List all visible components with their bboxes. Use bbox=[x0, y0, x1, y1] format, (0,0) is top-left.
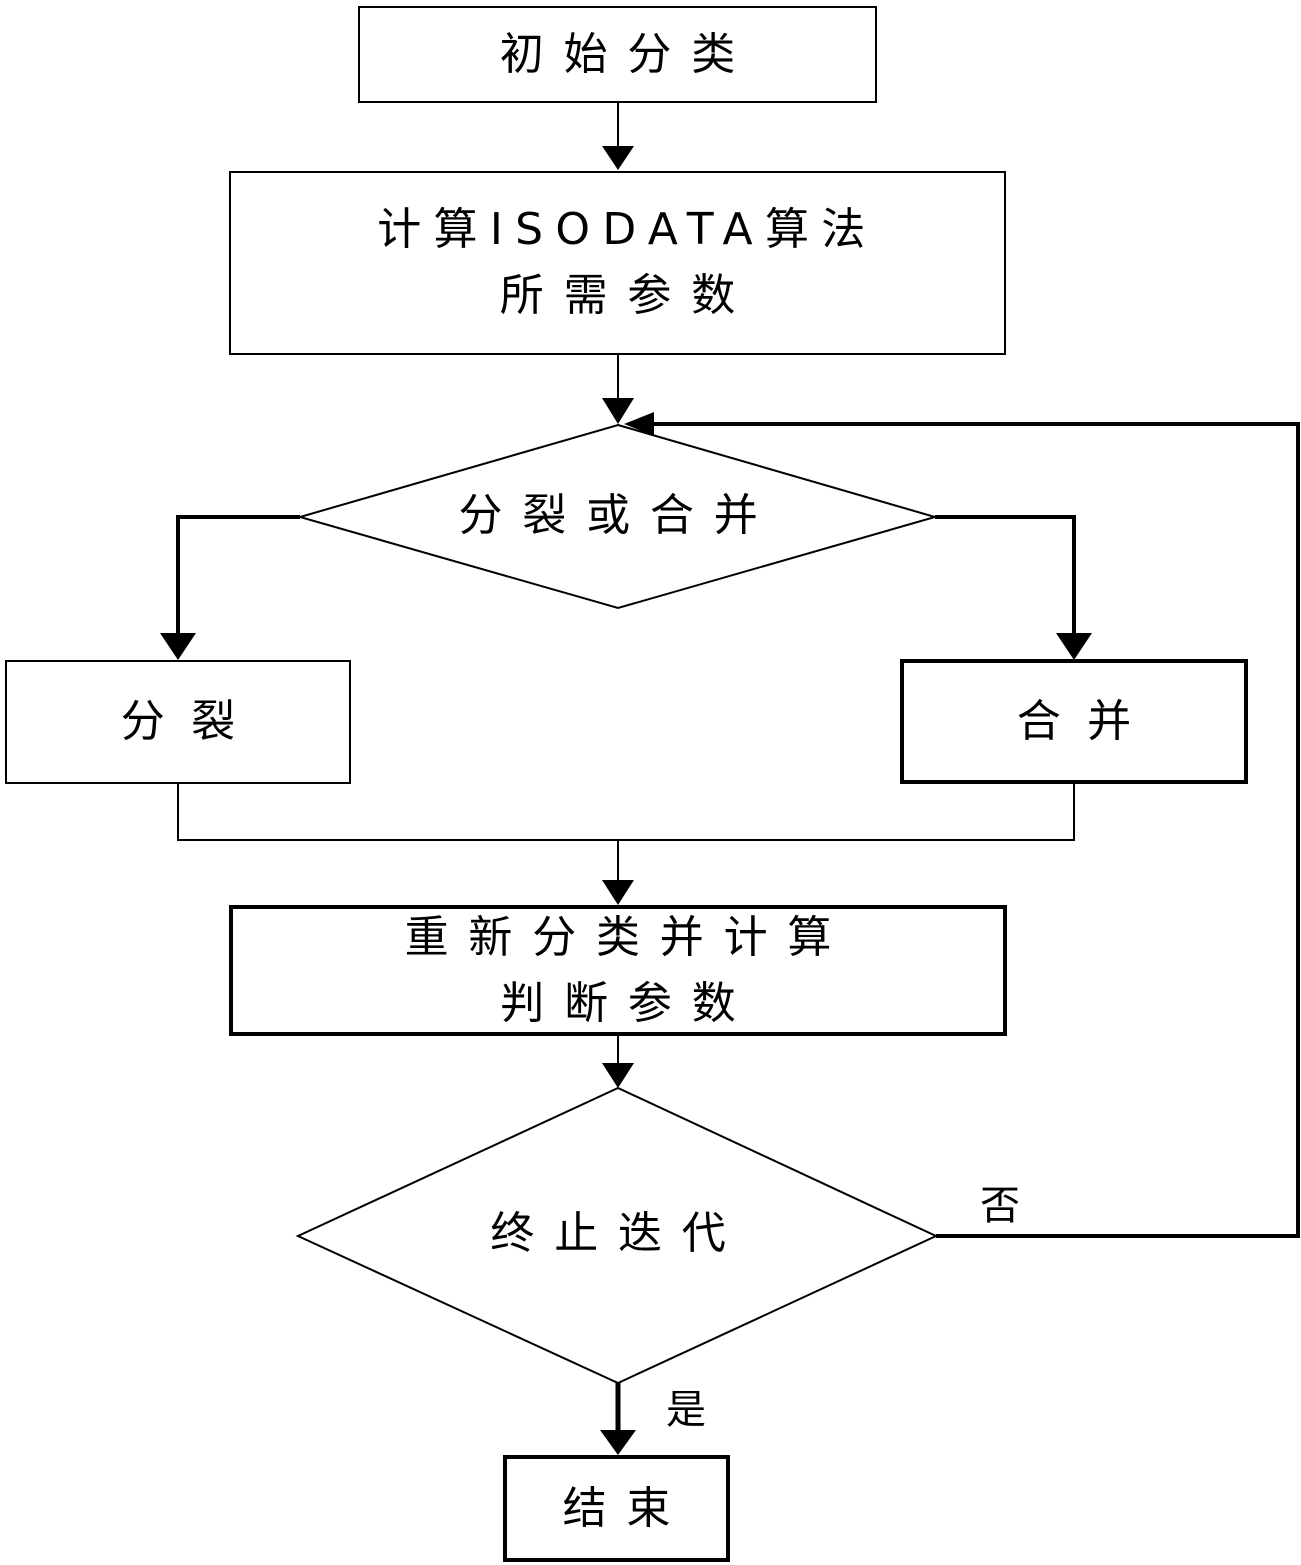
node-initial-classify: 初始分类 bbox=[358, 6, 877, 103]
node-reclassify-line1: 重新分类并计算 bbox=[404, 911, 852, 963]
edge-no-label: 否 bbox=[980, 1183, 1020, 1229]
edge-split-join bbox=[177, 783, 1075, 841]
arrowhead-terminate bbox=[602, 1063, 634, 1088]
node-compute-params-line2: 所需参数 bbox=[499, 270, 755, 321]
node-compute-params-line1: 计算ISODATA算法 bbox=[377, 204, 878, 255]
node-merge: 合并 bbox=[900, 659, 1248, 784]
edge-decision-to-merge bbox=[935, 515, 1076, 635]
node-split-label: 分裂 bbox=[120, 696, 262, 748]
arrowhead-reclassify bbox=[602, 880, 634, 905]
edge-decision-to-split bbox=[176, 515, 300, 635]
decision-split-or-merge-shape bbox=[296, 423, 939, 610]
node-merge-label: 合并 bbox=[1016, 695, 1158, 747]
arrowhead-split bbox=[160, 633, 196, 660]
arrowhead-decision bbox=[602, 398, 634, 424]
node-split: 分裂 bbox=[5, 660, 351, 784]
edge-no-loop bbox=[650, 422, 1300, 1238]
decision-split-or-merge-label: 分裂或合并 bbox=[458, 490, 778, 541]
decision-terminate-label: 终止迭代 bbox=[490, 1208, 746, 1259]
node-initial-classify-label: 初始分类 bbox=[499, 28, 755, 80]
node-end: 结束 bbox=[503, 1455, 730, 1562]
node-end-label: 结束 bbox=[562, 1482, 691, 1534]
arrowhead-loop bbox=[624, 412, 654, 436]
node-reclassify: 重新分类并计算 判断参数 bbox=[229, 905, 1007, 1036]
arrowhead-end bbox=[600, 1430, 636, 1455]
arrowhead-merge bbox=[1056, 633, 1092, 660]
node-reclassify-line2: 判断参数 bbox=[500, 977, 756, 1029]
edge-yes-label: 是 bbox=[666, 1387, 706, 1433]
arrowhead-compute bbox=[602, 146, 634, 170]
node-compute-params: 计算ISODATA算法 所需参数 bbox=[229, 171, 1006, 355]
